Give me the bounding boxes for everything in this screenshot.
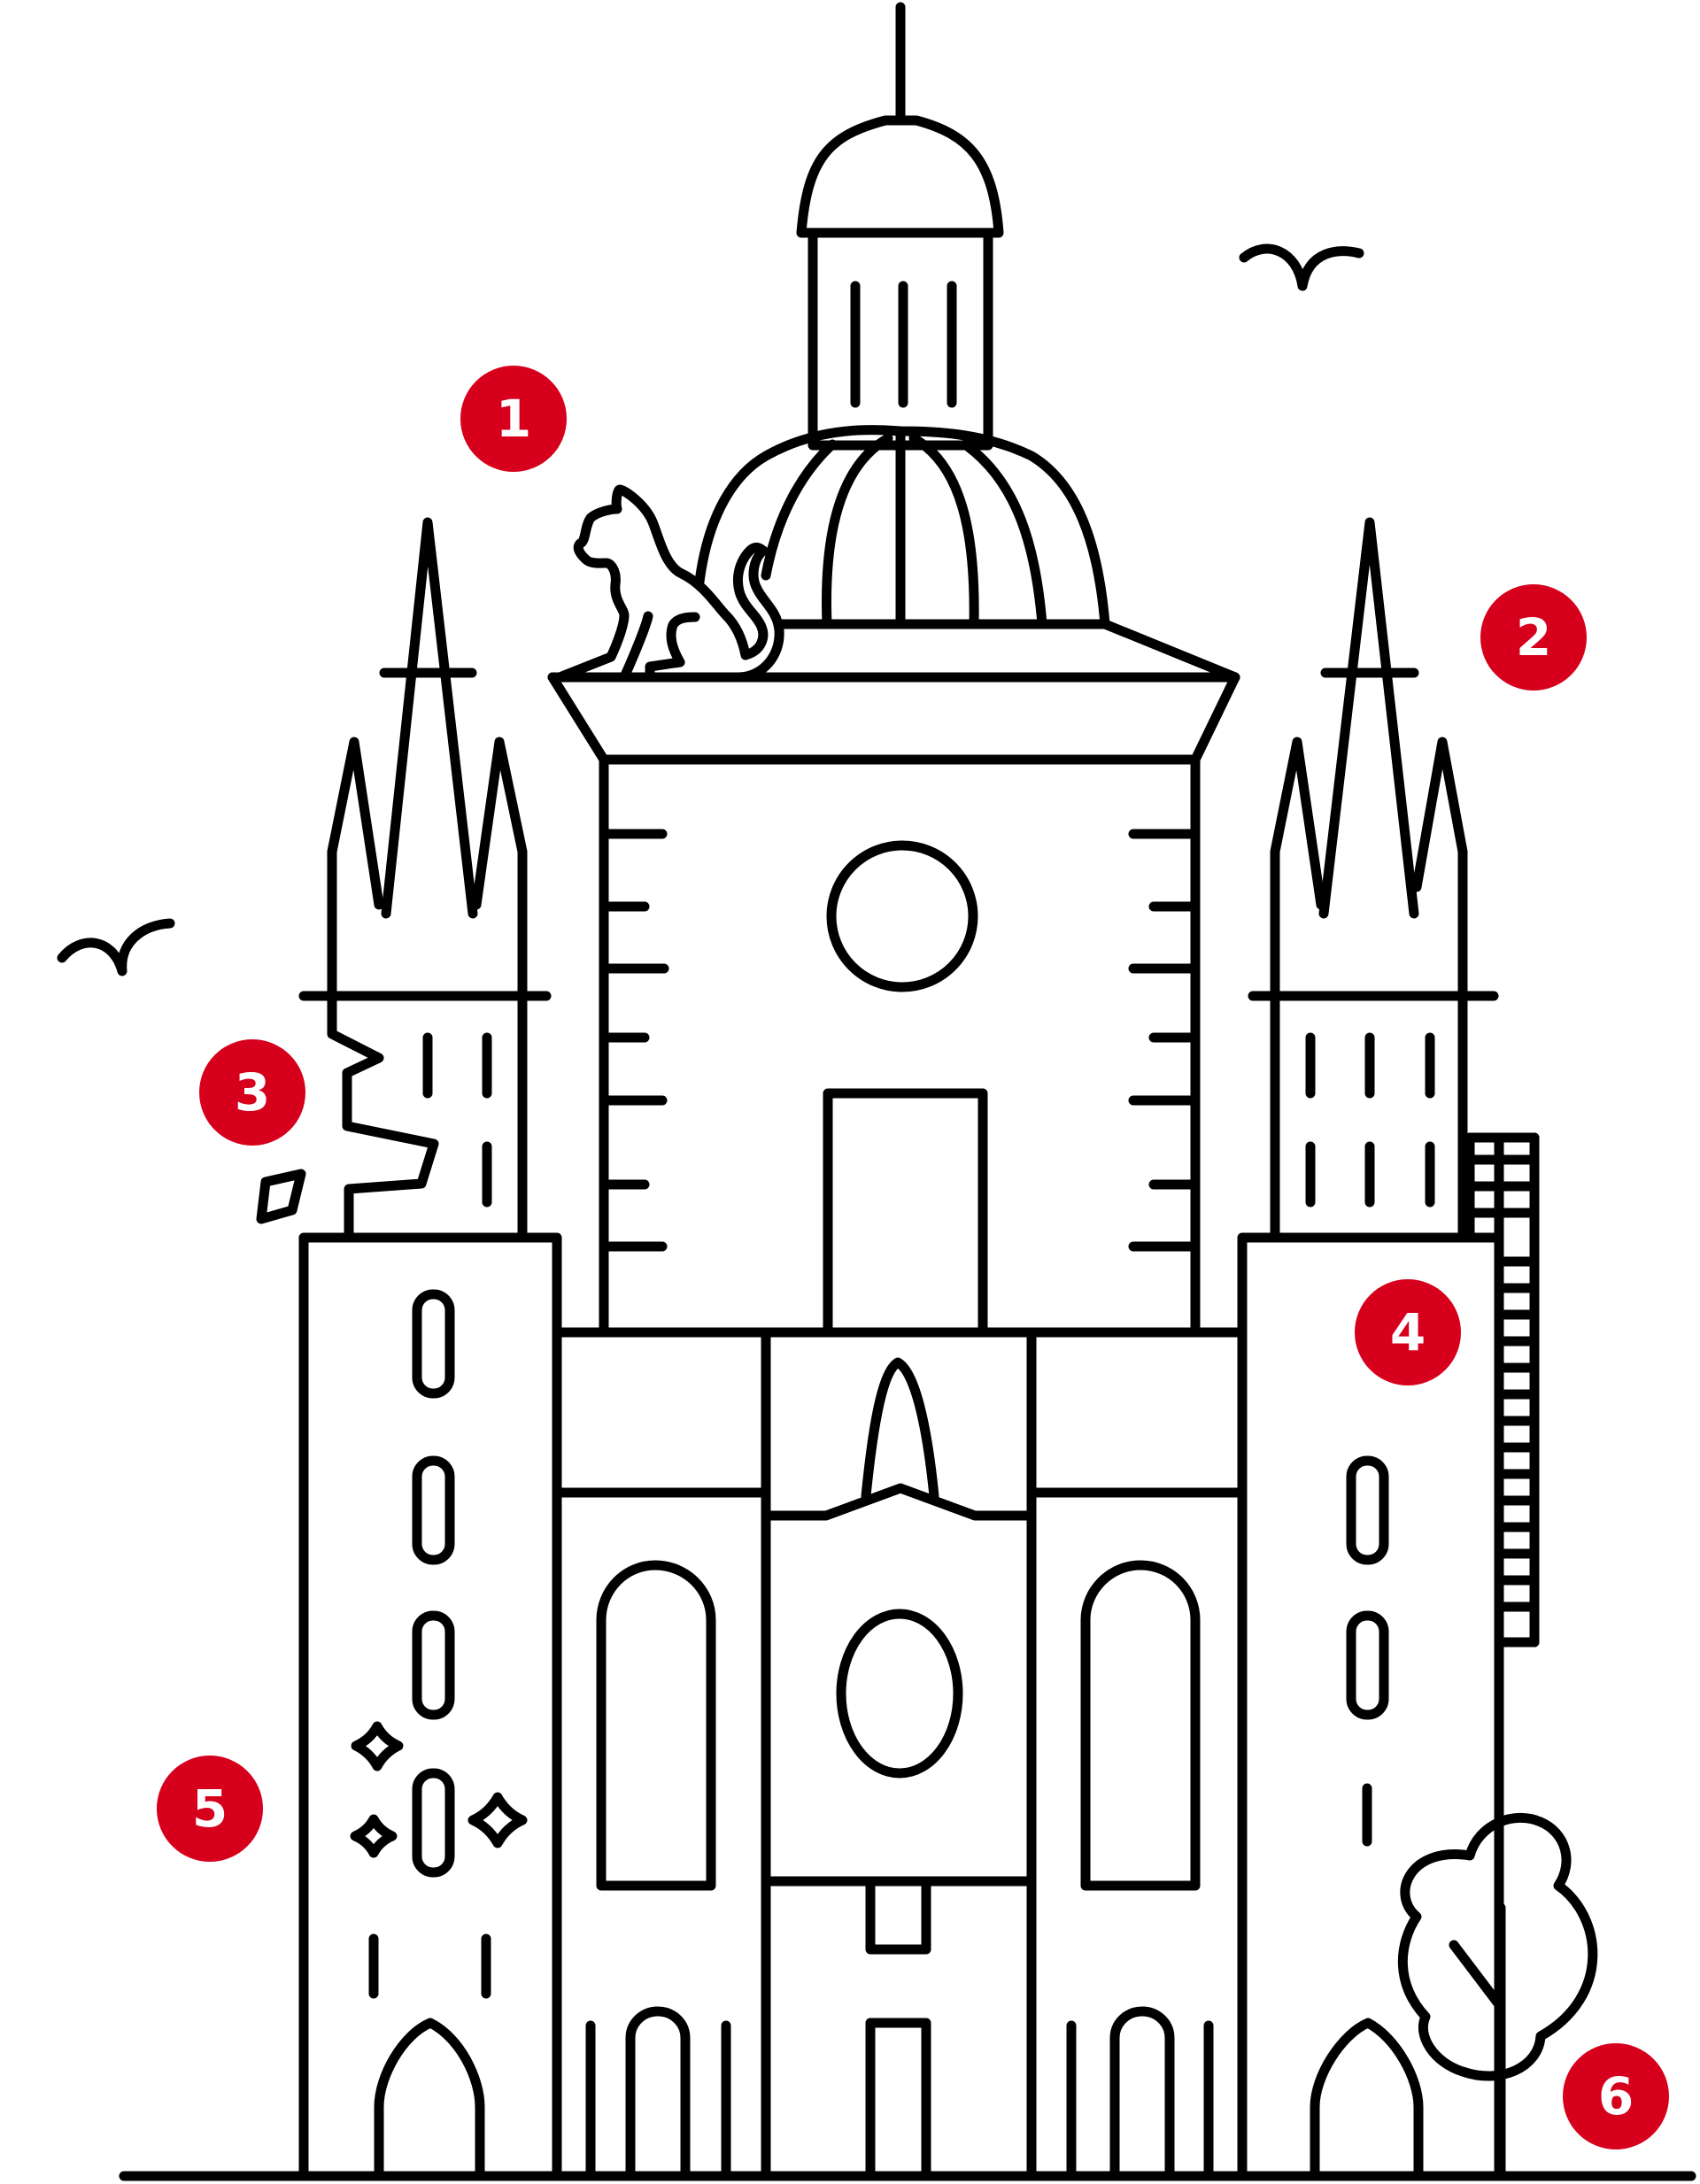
dome-rib <box>908 433 979 629</box>
left-wing-window <box>412 1455 455 1565</box>
tree-branch <box>1449 1940 1506 2012</box>
marker-6-label: 6 <box>1598 2066 1634 2126</box>
cornice-taper <box>547 672 1240 765</box>
facade-arched-window <box>1080 1560 1201 1891</box>
central-facade <box>552 1327 1248 2181</box>
dome-rib <box>761 439 838 581</box>
marker-2: 2 <box>1480 584 1587 691</box>
left-wing <box>298 1232 562 2181</box>
marker-4-label: 4 <box>1390 1302 1426 1362</box>
left-tower-fallen-stone <box>256 1169 306 1224</box>
left-small-spire <box>327 737 384 1001</box>
left-wing-window <box>412 1610 455 1720</box>
facade-oval-window <box>836 1609 963 1779</box>
gargoyle-leg <box>619 611 653 683</box>
tree-crown <box>1397 1812 1598 2081</box>
left-tower-cracked-wall <box>327 991 439 1243</box>
marker-5-circle <box>157 1756 263 1862</box>
right-small-spire <box>1270 737 1326 1001</box>
bird-icon <box>57 918 175 976</box>
marker-6-circle <box>1563 2043 1669 2149</box>
facade-arched-window <box>596 1560 716 1891</box>
right-wing-window <box>1346 1610 1389 1720</box>
left-main-spire <box>381 517 478 919</box>
facade-small-arch <box>1109 2006 1175 2181</box>
marker-5: 5 <box>157 1756 263 1862</box>
facade-small-arch <box>625 2006 691 2181</box>
right-small-spire <box>1411 737 1468 1001</box>
facade-plaque <box>865 1876 931 1955</box>
marker-6: 6 <box>1563 2043 1669 2149</box>
marker-2-circle <box>1480 584 1587 691</box>
marker-1-label: 1 <box>496 389 531 449</box>
gargoyle-body <box>554 484 769 683</box>
marker-3-circle <box>199 1039 305 1146</box>
gargoyle-tail <box>645 545 784 683</box>
left-wing-window <box>412 1768 455 1878</box>
marker-1-circle <box>460 366 567 472</box>
left-wing-outline <box>298 1232 562 2181</box>
central-dome <box>547 2 1240 765</box>
lantern-cap <box>796 115 1004 238</box>
marker-2-label: 2 <box>1516 607 1551 668</box>
right-spire-tower <box>1248 517 1499 1243</box>
left-wing-door <box>374 2018 485 2181</box>
sparkle-icon <box>468 1792 528 1848</box>
gargoyle-leg <box>666 612 700 668</box>
sparkle-icon <box>350 1814 398 1858</box>
dome-rib <box>822 433 893 629</box>
sparkle-icon <box>351 1721 404 1771</box>
marker-3-label: 3 <box>235 1062 270 1123</box>
facade-pediment <box>761 1483 1037 1521</box>
dome-rib <box>960 439 1047 629</box>
tower-doorway <box>823 1088 988 1338</box>
left-spire-tower <box>256 517 552 1243</box>
scaffold <box>1464 1132 1540 1825</box>
left-wing-window <box>412 1289 455 1399</box>
facade-central-door <box>865 2018 931 2181</box>
marker-3: 3 <box>199 1039 305 1146</box>
central-tower <box>599 754 1201 1338</box>
tree <box>1397 1812 1598 2181</box>
bird-icon <box>1239 243 1364 291</box>
rose-window <box>826 840 978 992</box>
right-wing-window <box>1346 1455 1389 1565</box>
right-wing-outline <box>1237 1232 1504 2181</box>
right-main-spire <box>1318 517 1419 919</box>
left-small-spire <box>471 737 528 1001</box>
right-wing-door <box>1310 2018 1424 2181</box>
gargoyle-cat <box>554 484 784 683</box>
marker-4: 4 <box>1355 1279 1461 1385</box>
marker-4-circle <box>1355 1279 1461 1385</box>
facade-niche <box>861 1357 939 1501</box>
right-wing <box>1237 1232 1504 2181</box>
marker-5-label: 5 <box>192 1779 228 1839</box>
marker-1: 1 <box>460 366 567 472</box>
